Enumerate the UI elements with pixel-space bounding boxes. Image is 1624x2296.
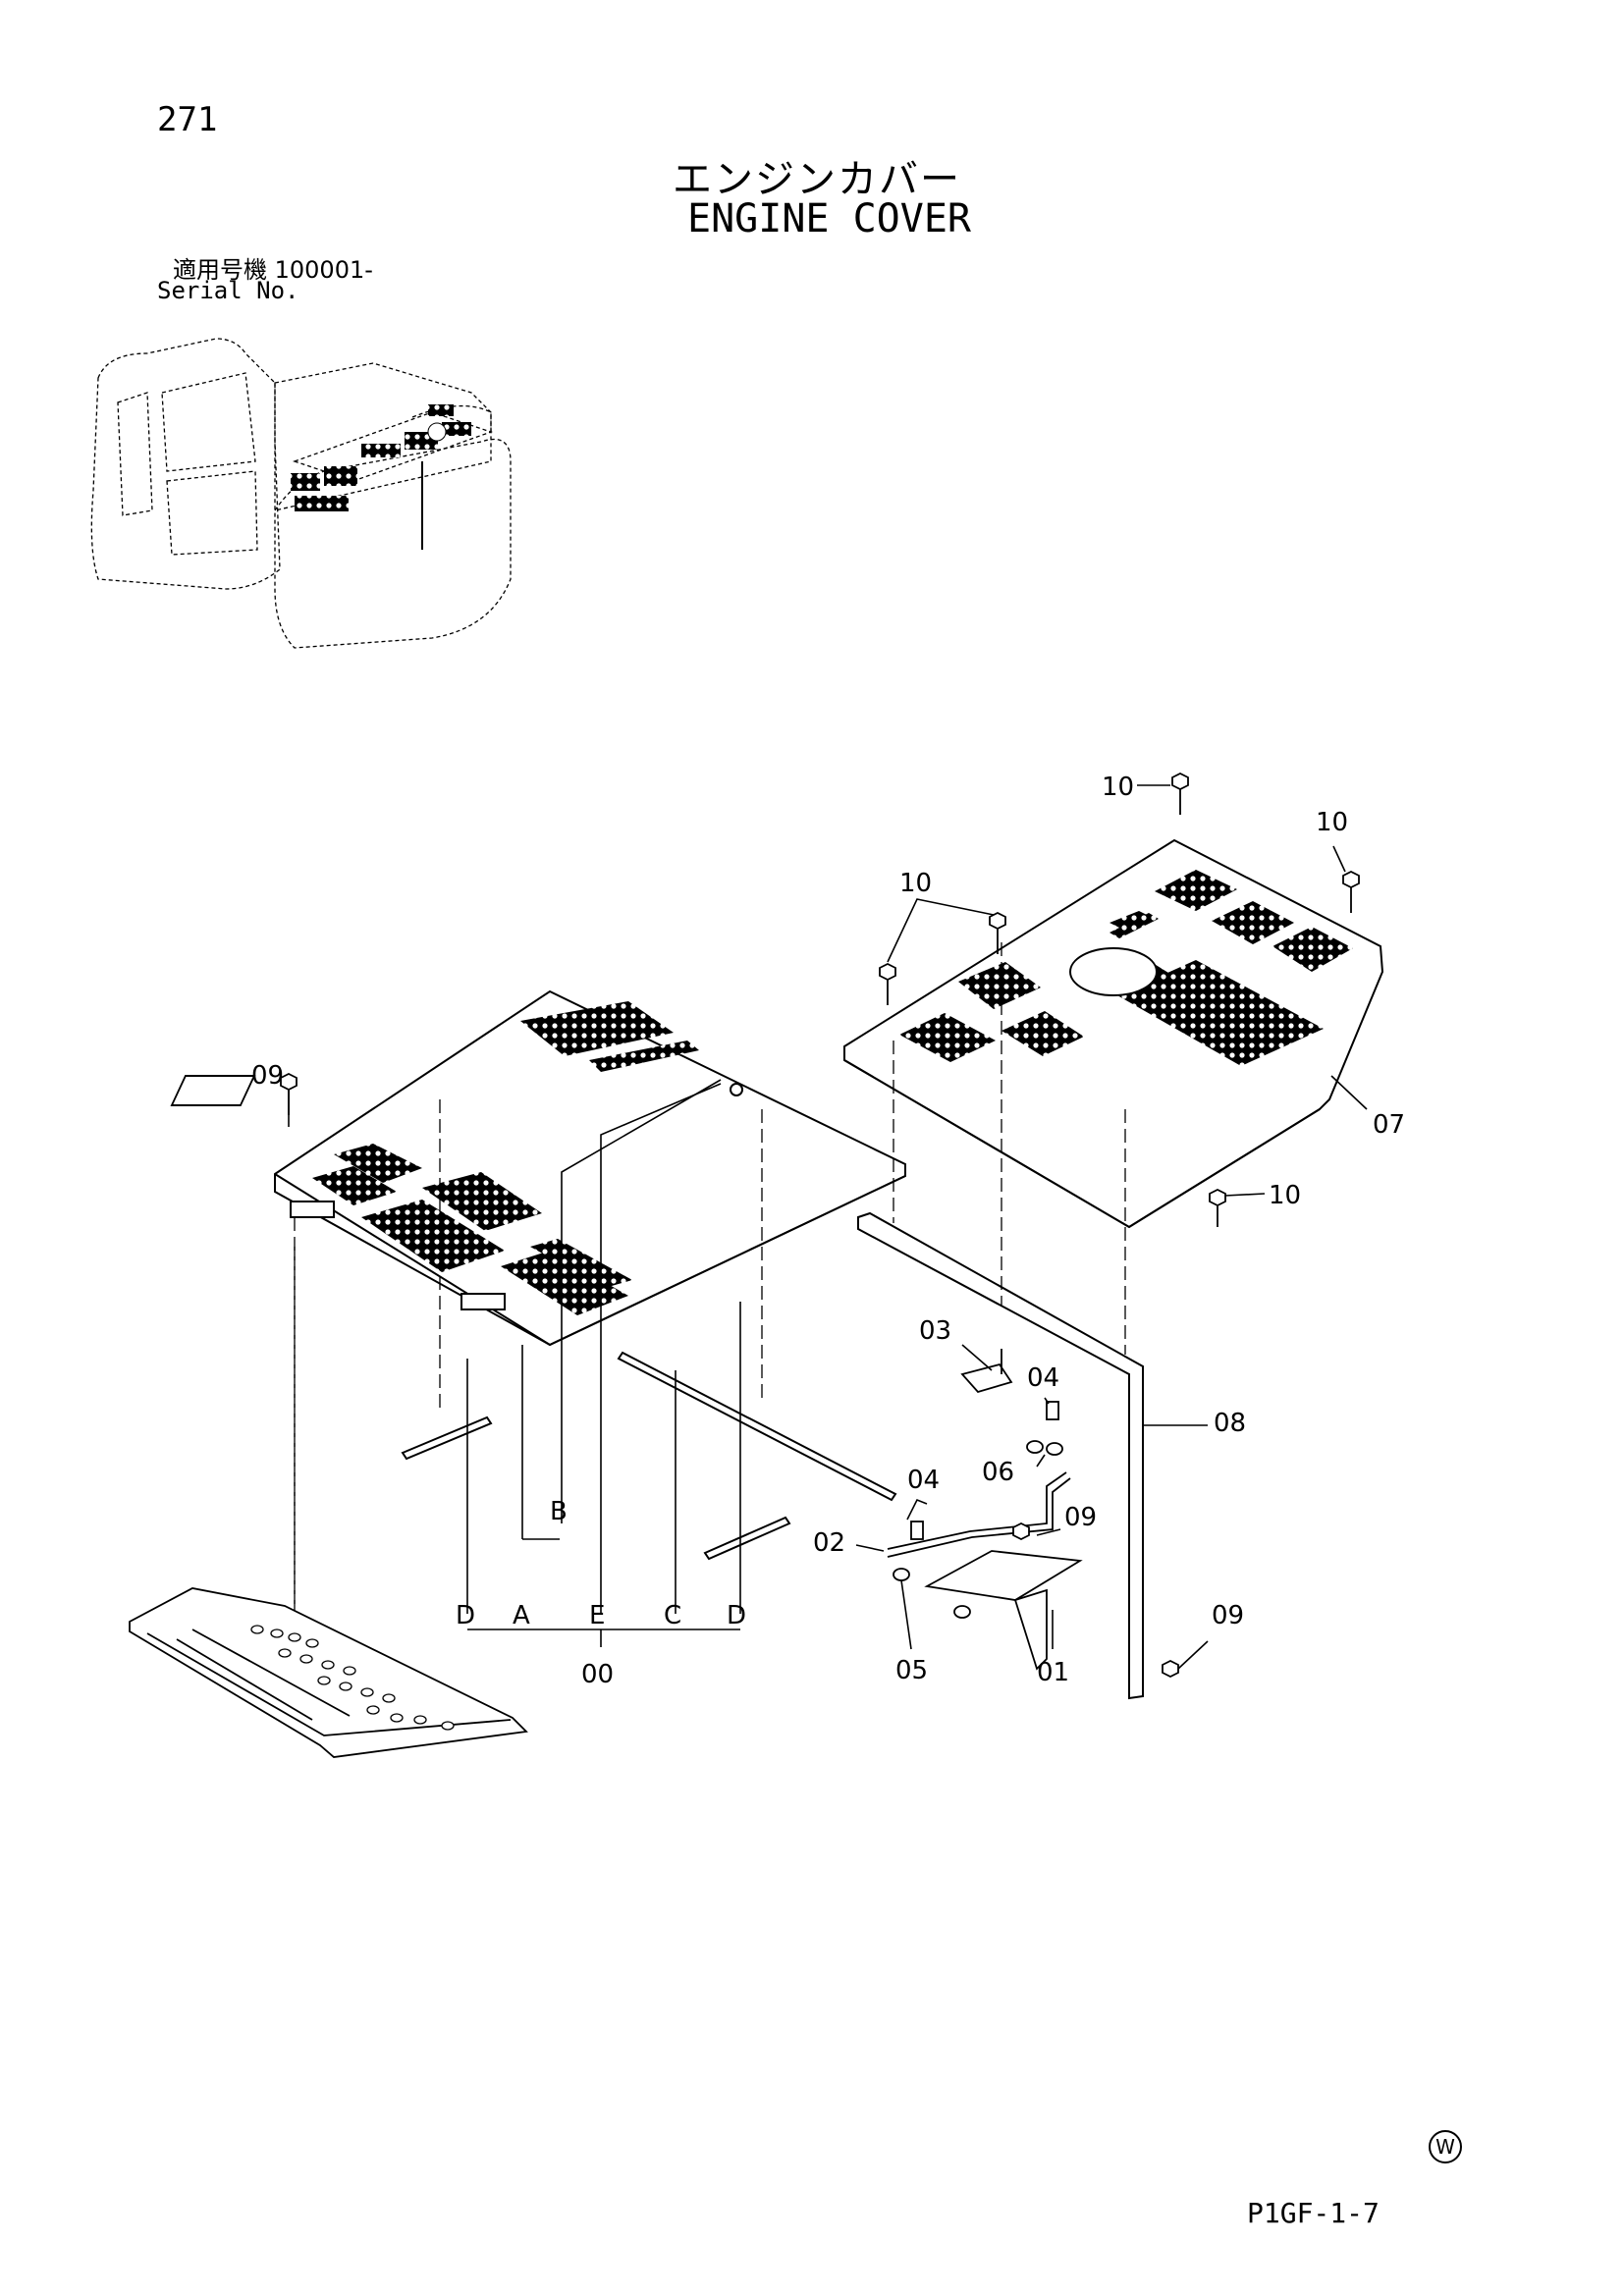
bolt-09-right — [1162, 1659, 1179, 1679]
left-alignment-lines — [294, 1099, 763, 1629]
title-japanese: エンジンカバー — [673, 157, 961, 202]
right-cover-opening — [1069, 947, 1158, 996]
callout-09: 09 — [1064, 1503, 1097, 1532]
bolt-10-mid — [989, 911, 1006, 954]
page-number: 271 — [157, 100, 218, 139]
drawing-code: P1GF-1-7 — [1247, 2197, 1380, 2229]
callout-10: 10 — [1269, 1181, 1301, 1210]
callout-00: 00 — [581, 1660, 614, 1689]
callout-letter-a: A — [513, 1601, 530, 1630]
callout-02: 02 — [813, 1528, 845, 1558]
left-leader-lines — [466, 1079, 741, 1647]
bolts — [280, 772, 1360, 1679]
bracket-08 — [857, 1211, 1144, 1700]
callout-04: 04 — [1027, 1363, 1059, 1393]
machine-overview-engine-cover — [291, 404, 471, 550]
part-01-bracket — [924, 1550, 1083, 1671]
callout-letter-b: B — [550, 1497, 568, 1526]
callout-06: 06 — [982, 1458, 1014, 1487]
part-02-rod — [887, 1471, 1071, 1558]
callout-letter-e: E — [589, 1601, 605, 1630]
callout-labels: 10 10 10 10 09 09 09 07 08 03 04 04 06 0… — [251, 773, 1405, 1689]
hinges — [290, 1201, 506, 1310]
serial-label-english: Serial No. — [157, 277, 299, 304]
serial-label-japanese: 適用号機 100001- — [173, 256, 373, 284]
bolt-10-right — [1342, 870, 1360, 913]
bolt-10-lower — [1209, 1188, 1226, 1227]
left-cover-mesh — [312, 1001, 699, 1315]
lower-frame-holes — [250, 1625, 455, 1731]
callout-10: 10 — [1102, 773, 1134, 802]
callout-10: 10 — [899, 869, 932, 898]
title-english: ENGINE COVER — [687, 196, 971, 241]
bolt-10-top — [1171, 772, 1189, 815]
bolt-09-mid — [1012, 1522, 1030, 1541]
callout-09: 09 — [1212, 1601, 1244, 1630]
watermark-circle: W — [1429, 2130, 1462, 2163]
callout-letter-d: D — [727, 1601, 746, 1630]
callout-08: 08 — [1214, 1409, 1246, 1438]
latch-handle — [170, 1075, 743, 1106]
right-alignment-lines — [893, 942, 1126, 1355]
callout-10: 10 — [1316, 808, 1348, 837]
part-03-clip — [960, 1349, 1013, 1394]
washers — [893, 1401, 1063, 1619]
machine-overview — [90, 338, 512, 649]
callout-letter-d: D — [456, 1601, 475, 1630]
callout-letter-c: C — [664, 1601, 681, 1630]
bolt-10-left — [879, 962, 896, 1005]
callout-01: 01 — [1037, 1658, 1069, 1687]
callout-07: 07 — [1373, 1110, 1405, 1140]
callout-05: 05 — [895, 1656, 928, 1685]
callout-04: 04 — [907, 1466, 940, 1495]
callout-09: 09 — [251, 1061, 284, 1091]
callout-leaders — [288, 784, 1368, 1670]
callout-03: 03 — [919, 1316, 951, 1346]
seal-strips — [401, 1351, 897, 1561]
right-cover-mesh — [899, 870, 1353, 1066]
